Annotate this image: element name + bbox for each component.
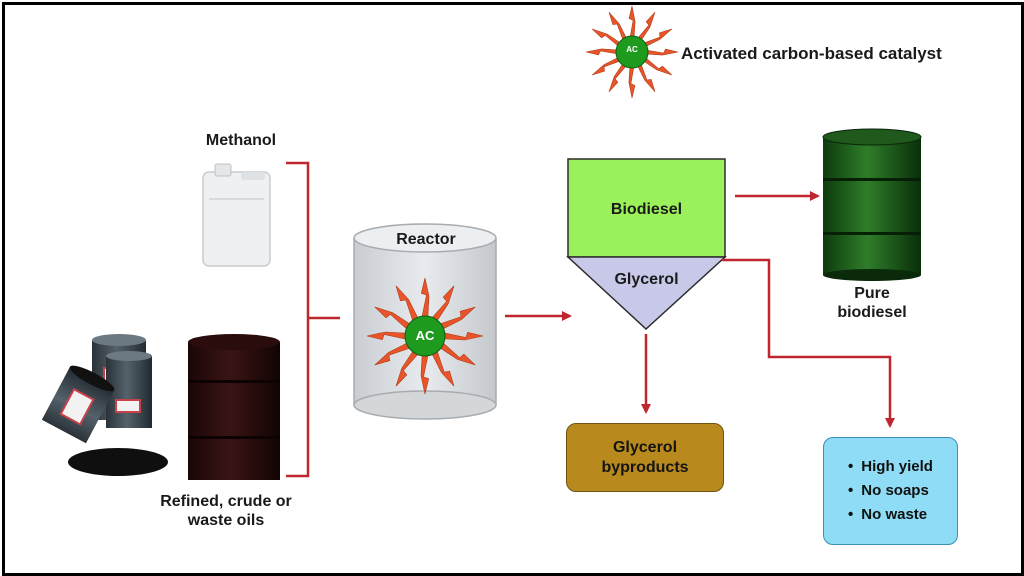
legend-ac-symbol: AC <box>626 45 638 54</box>
catalyst-spike <box>645 48 679 56</box>
legend-label: Activated carbon-based catalyst <box>681 44 942 63</box>
catalyst-spike <box>642 56 673 76</box>
catalyst-spike <box>636 11 656 42</box>
catalyst-spike <box>608 62 628 93</box>
catalyst-spike <box>628 65 636 99</box>
oils-label-line-2: waste oils <box>187 512 265 530</box>
oils-label: Refined, crude or waste oils <box>146 492 306 530</box>
catalyst-spike <box>608 12 628 42</box>
advantages-box: High yield No soaps No waste <box>823 437 958 545</box>
reactor-label: Reactor <box>396 231 456 248</box>
spilled-barrels-icon <box>41 334 168 476</box>
advantage-item: No waste <box>848 503 933 527</box>
catalyst-spike <box>628 5 636 39</box>
advantage-item: No soaps <box>848 479 933 503</box>
glycerol-byproducts-box: Glycerol byproducts <box>566 423 724 492</box>
pure-biodiesel-drum-icon <box>822 128 922 281</box>
oils-label-line-1: Refined, crude or <box>160 493 292 510</box>
biodiesel-label: Biodiesel <box>610 201 683 218</box>
catalyst-spike <box>585 48 619 56</box>
byproducts-line-1: Glycerol <box>612 438 678 456</box>
input-bracket <box>286 161 340 478</box>
glycerol-layer <box>566 256 727 331</box>
catalyst-core <box>404 315 446 357</box>
advantages-list: High yield No soaps No waste <box>848 455 933 527</box>
pure-biodiesel-label: Pure biodiesel <box>822 284 922 322</box>
catalyst-spike <box>642 28 672 48</box>
methanol-label: Methanol <box>205 132 277 149</box>
catalyst-spike <box>592 56 622 76</box>
glycerol-label: Glycerol <box>614 271 679 288</box>
legend-catalyst-icon <box>585 5 679 99</box>
reactor-catalyst-icon <box>366 277 484 395</box>
methanol-canister-icon <box>202 163 271 267</box>
catalyst-spike <box>591 28 622 48</box>
byproducts-line-2: byproducts <box>601 458 689 476</box>
pure-biodiesel-line-1: Pure <box>854 285 890 302</box>
biodiesel-layer <box>567 158 726 258</box>
catalyst-spike <box>636 62 656 92</box>
catalyst-core <box>615 35 649 69</box>
arrow-to-advantages <box>722 258 895 428</box>
pure-biodiesel-line-2: biodiesel <box>837 304 907 322</box>
advantage-item: High yield <box>848 455 933 479</box>
oil-drum-icon <box>188 334 280 480</box>
reactor-ac-symbol: AC <box>415 328 435 343</box>
